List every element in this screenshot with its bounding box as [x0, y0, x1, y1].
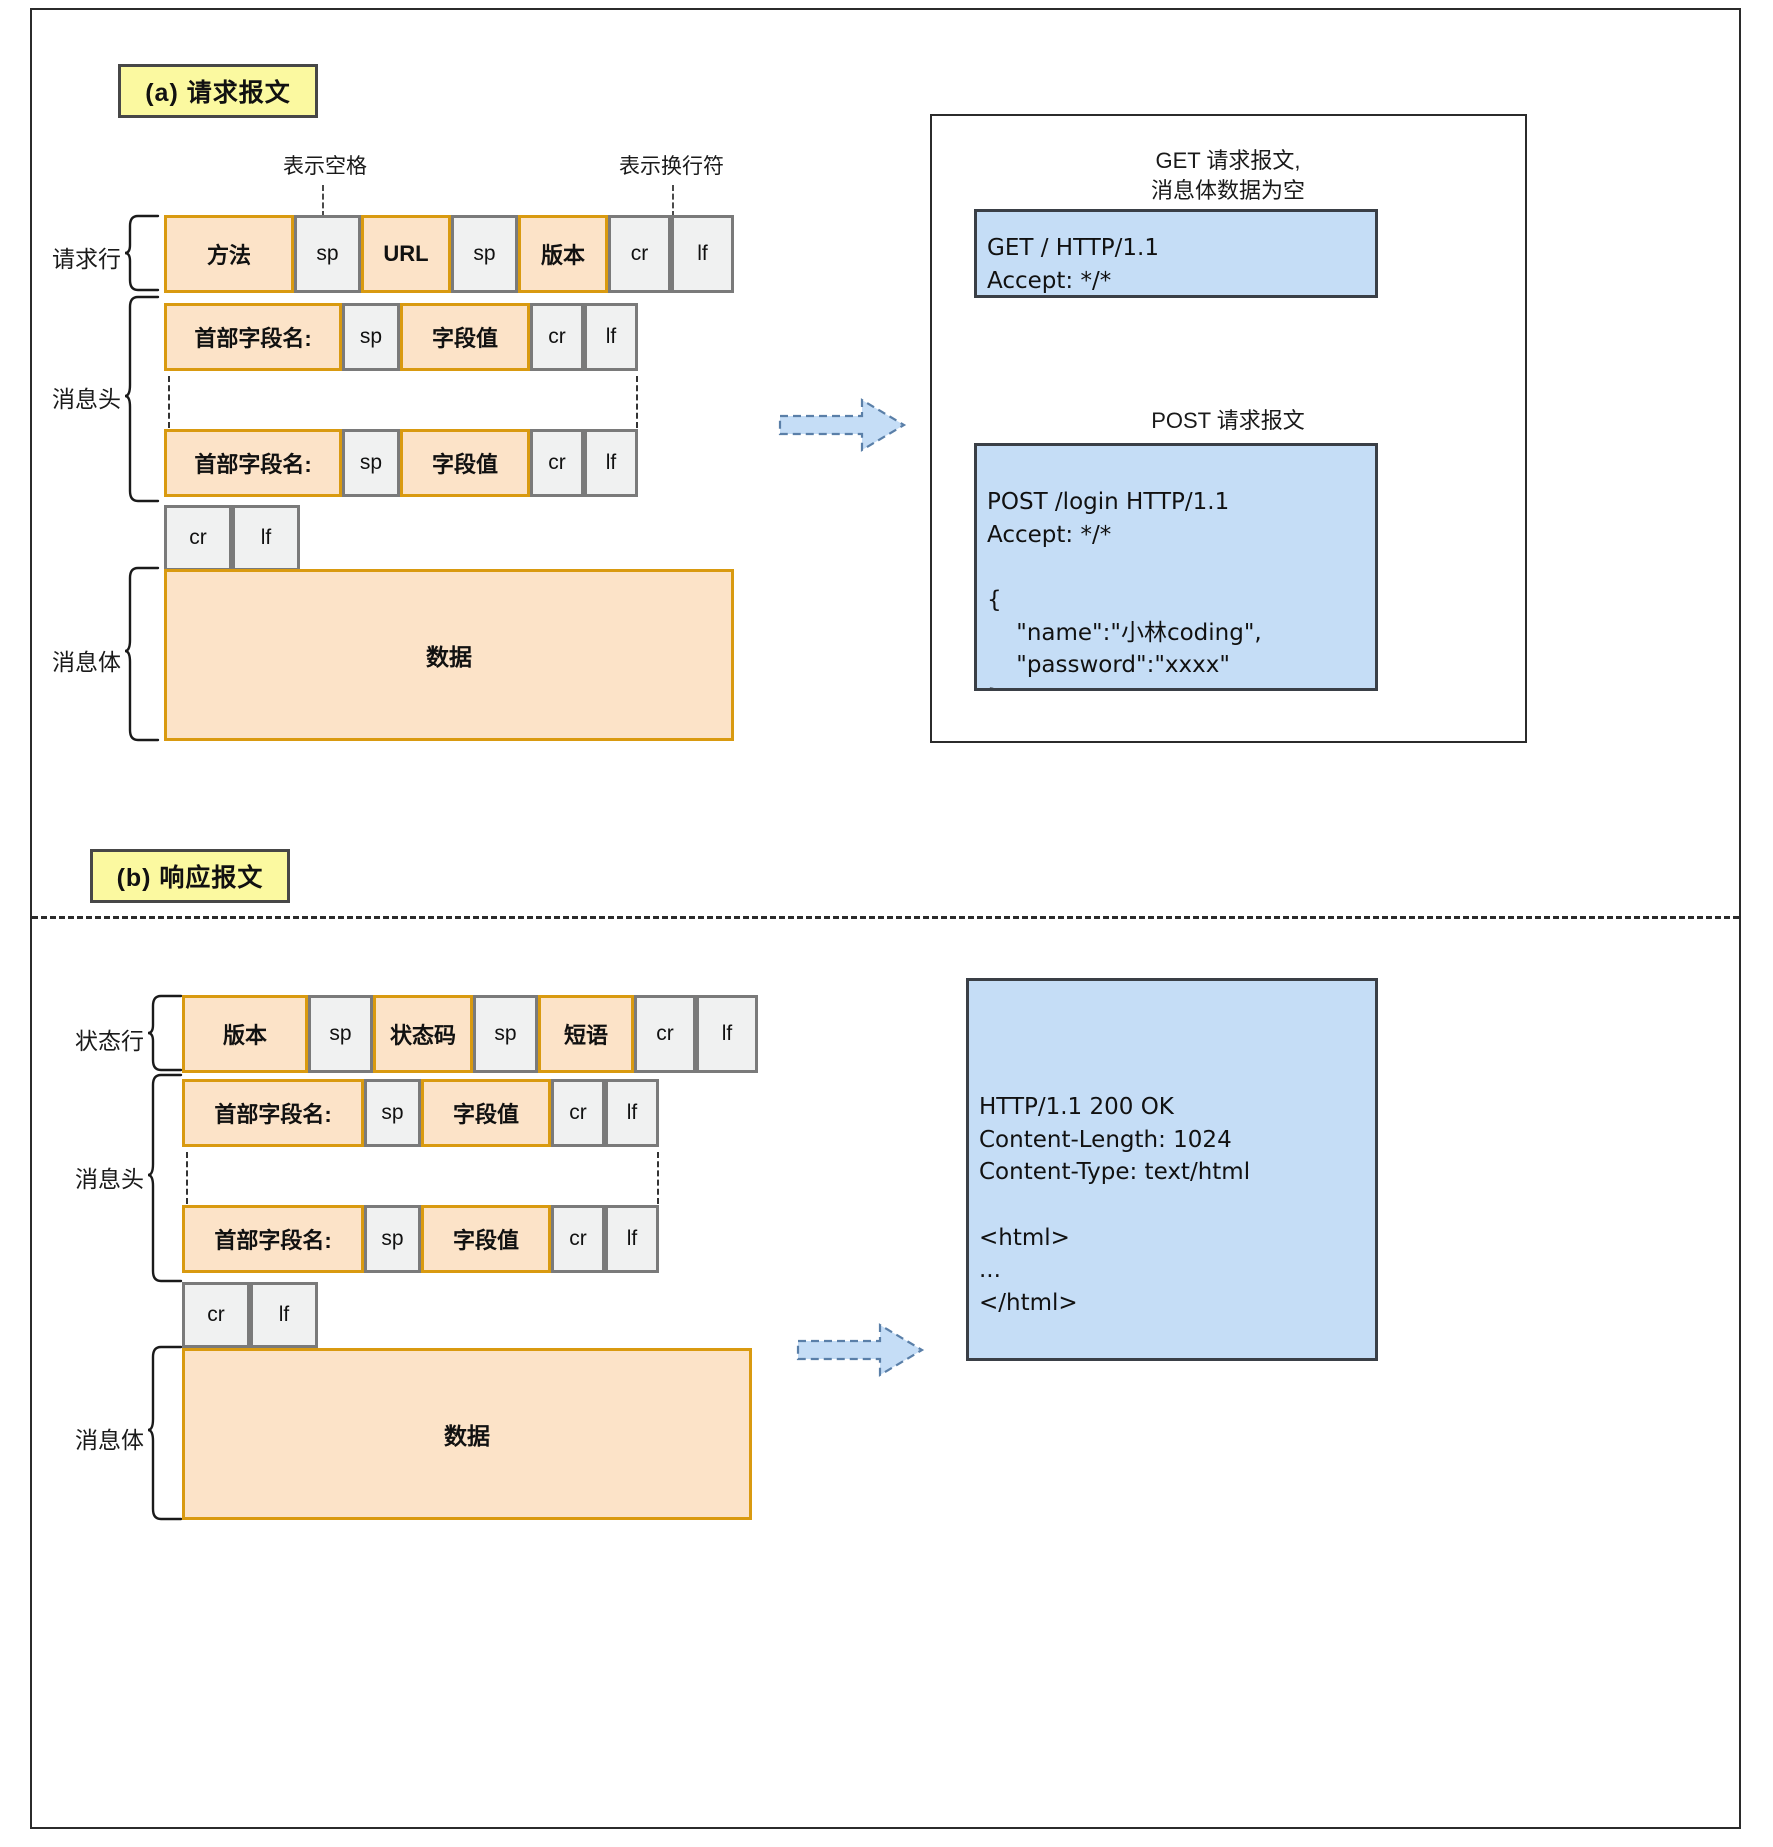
cell-resp-header-name-2: 首部字段名:	[182, 1205, 364, 1273]
annotation-space-leader	[322, 185, 324, 217]
brace-response-headers	[147, 1073, 183, 1285]
resp-header-ellipsis-right	[657, 1152, 659, 1204]
cell-resp-header-lf-2: lf	[605, 1205, 659, 1273]
post-example-caption: POST 请求报文	[1151, 408, 1305, 433]
arrow-request-to-example	[778, 396, 908, 454]
get-example-caption: GET 请求报文, 消息体数据为空	[1150, 148, 1305, 203]
cell-resp-sp-2: sp	[473, 995, 538, 1073]
cell-resp-version: 版本	[182, 995, 308, 1073]
brace-request-body	[124, 566, 160, 744]
brace-response-body	[147, 1345, 183, 1523]
cell-resp-header-value-1: 字段值	[421, 1079, 551, 1147]
post-example-code: POST /login HTTP/1.1 Accept: */* { "name…	[974, 443, 1378, 691]
annotation-newline-leader	[672, 185, 674, 217]
response-example-code: HTTP/1.1 200 OK Content-Length: 1024 Con…	[966, 978, 1378, 1361]
cell-reason-phrase: 短语	[538, 995, 634, 1073]
cell-cr-1: cr	[608, 215, 671, 293]
cell-resp-header-name-1: 首部字段名:	[182, 1079, 364, 1147]
brace-request-headers	[124, 295, 160, 505]
cell-blank-cr: cr	[164, 505, 232, 571]
label-request-body: 消息体	[52, 649, 121, 675]
cell-header-name-2: 首部字段名:	[164, 429, 342, 497]
brace-request-line	[124, 214, 160, 292]
cell-response-body: 数据	[182, 1348, 752, 1520]
cell-resp-header-cr-1: cr	[551, 1079, 605, 1147]
cell-resp-header-sp-2: sp	[364, 1205, 421, 1273]
cell-resp-header-cr-2: cr	[551, 1205, 605, 1273]
outer-frame	[30, 8, 1741, 1829]
cell-header-lf-2: lf	[584, 429, 638, 497]
cell-header-cr-2: cr	[530, 429, 584, 497]
cell-header-value-2: 字段值	[400, 429, 530, 497]
annotation-newline-label: 表示换行符	[619, 155, 724, 178]
header-ellipsis-right	[636, 376, 638, 428]
get-example-code: GET / HTTP/1.1 Accept: */*	[974, 209, 1378, 298]
label-status-line: 状态行	[75, 1028, 144, 1054]
cell-resp-blank-cr: cr	[182, 1282, 250, 1348]
section-b-title: (b) 响应报文	[90, 849, 290, 903]
cell-lf-1: lf	[671, 215, 734, 293]
cell-sp-1: sp	[294, 215, 361, 293]
annotation-space-label: 表示空格	[283, 155, 367, 178]
brace-status-line	[147, 994, 183, 1072]
cell-sp-2: sp	[451, 215, 518, 293]
cell-url: URL	[361, 215, 451, 293]
cell-status-code: 状态码	[373, 995, 473, 1073]
cell-resp-header-value-2: 字段值	[421, 1205, 551, 1273]
cell-resp-blank-lf: lf	[250, 1282, 318, 1348]
label-response-headers: 消息头	[75, 1166, 144, 1192]
cell-header-name-1: 首部字段名:	[164, 303, 342, 371]
section-divider	[32, 916, 1739, 919]
arrow-response-to-example	[796, 1321, 926, 1379]
cell-version: 版本	[518, 215, 608, 293]
cell-header-sp-2: sp	[342, 429, 400, 497]
cell-header-lf-1: lf	[584, 303, 638, 371]
resp-header-ellipsis-left	[186, 1152, 188, 1204]
section-a-title: (a) 请求报文	[118, 64, 318, 118]
label-request-headers: 消息头	[52, 386, 121, 412]
header-ellipsis-left	[168, 376, 170, 428]
cell-resp-header-sp-1: sp	[364, 1079, 421, 1147]
cell-header-value-1: 字段值	[400, 303, 530, 371]
cell-resp-sp-1: sp	[308, 995, 373, 1073]
cell-resp-lf-1: lf	[696, 995, 758, 1073]
cell-resp-header-lf-1: lf	[605, 1079, 659, 1147]
label-response-body: 消息体	[75, 1427, 144, 1453]
cell-header-sp-1: sp	[342, 303, 400, 371]
cell-resp-cr-1: cr	[634, 995, 696, 1073]
cell-blank-lf: lf	[232, 505, 300, 571]
label-request-line: 请求行	[52, 246, 121, 272]
cell-request-body: 数据	[164, 569, 734, 741]
cell-method: 方法	[164, 215, 294, 293]
cell-header-cr-1: cr	[530, 303, 584, 371]
